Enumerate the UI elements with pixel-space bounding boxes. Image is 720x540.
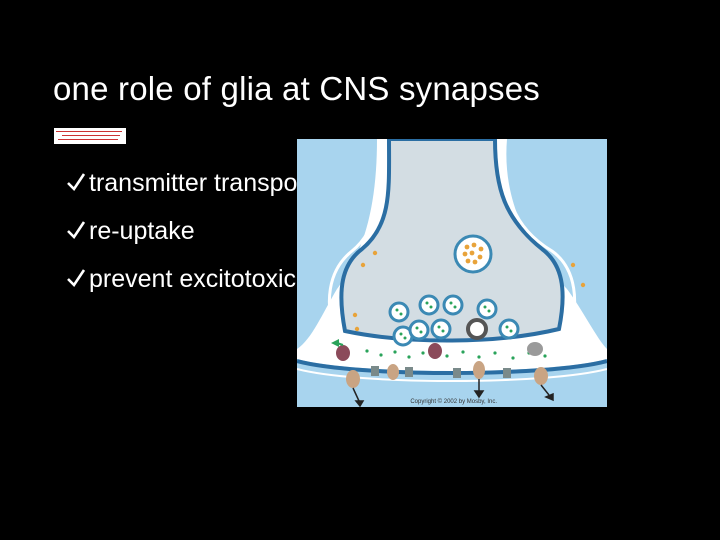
transmitter-molecules	[365, 349, 547, 360]
glia-right	[506, 139, 607, 349]
checkmark-icon	[67, 269, 86, 288]
dense-core-vesicle	[453, 234, 493, 274]
bullet-item: re-uptake	[66, 214, 347, 248]
uptake-arrows	[331, 339, 554, 407]
checkmark-icon	[67, 221, 86, 240]
publisher-logo	[54, 128, 126, 144]
postsynaptic-membrane	[297, 359, 607, 375]
copyright-notice: Copyright © 2002 by Mosby, Inc.	[410, 399, 497, 405]
checkmark-icon	[67, 173, 86, 192]
transporter-proteins	[336, 342, 548, 388]
presynaptic-terminal	[339, 139, 565, 343]
slide-title: one role of glia at CNS synapses	[53, 70, 540, 107]
synaptic-vesicles	[388, 294, 520, 347]
bullet-text: prevent excitotoxicity	[89, 265, 322, 293]
bullet-text: re-uptake	[89, 217, 195, 245]
glial-granules	[352, 250, 586, 332]
bullet-item: prevent excitotoxicity	[66, 262, 347, 296]
synapse-diagram: Copyright © 2002 by Mosby, Inc.	[297, 139, 607, 407]
glia-left	[297, 139, 377, 349]
